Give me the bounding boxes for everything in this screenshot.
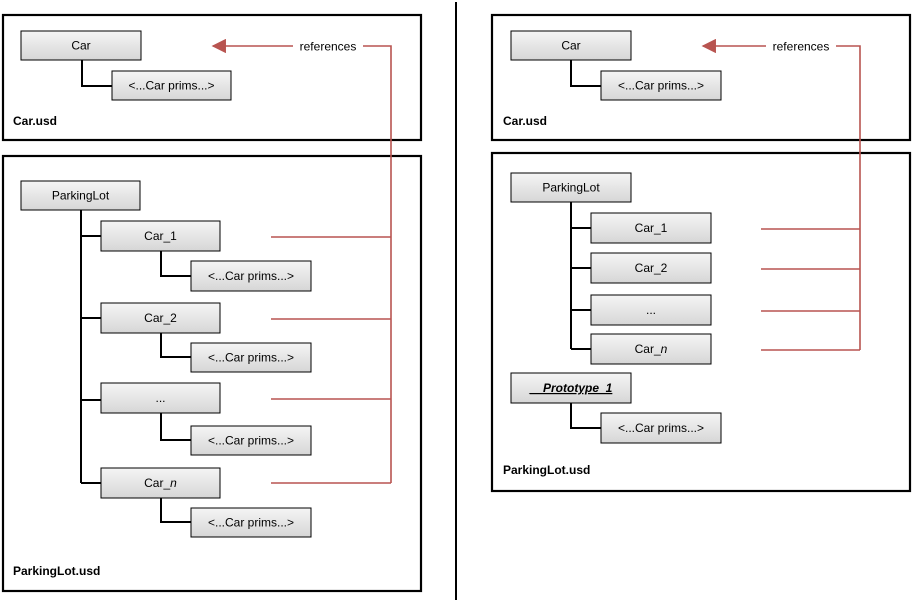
car-instance-label: Car_2 <box>144 311 177 325</box>
car-instance-label: Car_n <box>635 342 668 356</box>
car-instance-label: Car_n <box>144 476 177 490</box>
car-prims-node <box>190 507 312 538</box>
car-instance-node <box>100 220 221 252</box>
car-instance-node <box>100 467 221 499</box>
tree-connector <box>570 403 601 429</box>
references-label: references <box>300 40 357 54</box>
car-name-prefix: Car_ <box>144 476 170 490</box>
car-prims-label: <...Car prims...> <box>208 269 294 283</box>
car-prim-label: Car <box>71 39 90 53</box>
car-prims-label: <...Car prims...> <box>618 421 704 435</box>
parkinglot-usd-filename: ParkingLot.usd <box>503 463 590 477</box>
car-prims-label: <...Car prims...> <box>208 516 294 530</box>
car-prims-node <box>600 70 722 101</box>
car-prims-node <box>190 425 312 456</box>
car-prims-node <box>600 412 722 444</box>
car-instance-node <box>590 212 712 244</box>
car-instance-label: Car_2 <box>635 261 668 275</box>
car-instance-node <box>590 333 712 365</box>
car-usd-filename: Car.usd <box>13 114 57 128</box>
car-instance-node <box>590 294 712 326</box>
tree-connector <box>80 210 101 484</box>
parkinglot-prim-node <box>20 180 141 211</box>
parkinglot-usd-filename: ParkingLot.usd <box>13 564 100 578</box>
car-name-italic: n <box>661 342 668 356</box>
car-instance-node <box>100 382 221 414</box>
car-prim-node <box>510 30 632 61</box>
left-car-usd-layer: Car <...Car prims...> Car.usd <box>1 13 423 142</box>
tree-connector <box>570 202 591 350</box>
car-prims-node <box>190 260 312 292</box>
car-prims-label: <...Car prims...> <box>618 79 704 93</box>
car-prim-label: Car <box>561 39 580 53</box>
car-prims-label: <...Car prims...> <box>208 434 294 448</box>
references-label: references <box>773 40 830 54</box>
left-parkinglot-usd-layer: ParkingLot Car_1 <...Car prims...> Car_2… <box>1 154 423 593</box>
car-name-italic: n <box>170 476 177 490</box>
parkinglot-prim-label: ParkingLot <box>542 181 600 195</box>
right-parkinglot-usd-layer: ParkingLot Car_1 Car_2 ... Car_n __Proto… <box>490 151 912 493</box>
prototype-prim-node <box>510 372 632 404</box>
car-prims-node <box>190 342 312 373</box>
car-instance-label: Car_1 <box>144 229 177 243</box>
right-references-connector: references <box>701 38 861 351</box>
car-instance-node <box>100 302 221 334</box>
reference-lines <box>271 45 392 484</box>
car-instance-label: ... <box>646 303 656 317</box>
car-name-prefix: Car_ <box>635 342 661 356</box>
right-car-usd-layer: Car <...Car prims...> Car.usd <box>490 13 912 142</box>
parkinglot-prim-node <box>510 172 632 203</box>
parkinglot-prim-label: ParkingLot <box>52 189 110 203</box>
left-references-connector: references <box>211 38 392 484</box>
car-prims-node <box>111 70 232 101</box>
car-instance-label: Car_1 <box>635 221 668 235</box>
car-instance-node <box>590 252 712 284</box>
right-panel: Car <...Car prims...> Car.usd ParkingLot… <box>490 13 912 493</box>
reference-lines <box>761 45 861 351</box>
car-instance-label: ... <box>155 391 165 405</box>
car-usd-filename: Car.usd <box>503 114 547 128</box>
car-prims-label: <...Car prims...> <box>208 351 294 365</box>
tree-connector <box>81 60 112 87</box>
tree-connector <box>570 60 601 87</box>
tree-connector <box>160 251 191 523</box>
car-prim-node <box>20 30 142 61</box>
prototype-prim-label: __Prototype_1 <box>529 381 613 395</box>
car-prims-label: <...Car prims...> <box>128 79 214 93</box>
left-panel: Car <...Car prims...> Car.usd ParkingLot… <box>1 13 423 593</box>
